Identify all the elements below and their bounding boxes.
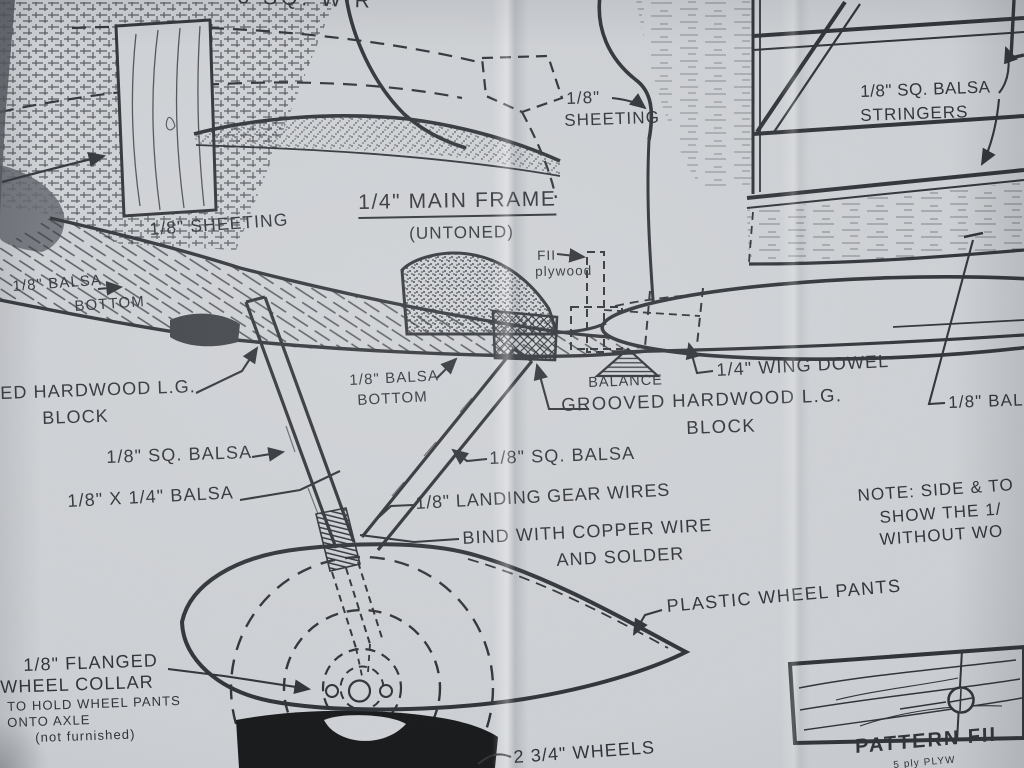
label-stringers-line1: 1/8" SQ. BALSA (859, 77, 991, 101)
label-main-frame-title: 1/4" MAIN FRAME (358, 188, 557, 219)
wing-leading-edge (551, 275, 1024, 361)
fuselage-truss (597, 0, 1024, 315)
wheel-assembly (179, 542, 691, 768)
label-sheeting-top-line1: 1/8" (565, 87, 601, 108)
label-f11-line1: FII (536, 247, 557, 263)
label-grooved-block-line2: BLOCK (685, 414, 757, 438)
wood-grain-block (114, 18, 218, 218)
label-hardwood-left-line2: BLOCK (41, 405, 110, 428)
label-flanged-line5: (not furnished) (34, 726, 136, 745)
label-balsa-bottom-center-line2: BOTTOM (356, 388, 429, 409)
label-stringers-line2: STRINGERS (859, 102, 969, 125)
label-main-frame-subtitle: (UNTONED) (408, 222, 515, 243)
label-sq-balsa-left: 1/8" SQ. BALSA (105, 441, 253, 467)
label-f11-line2: plywood (534, 263, 593, 279)
label-balsa-right-fragment: 1/8" BAL (947, 390, 1024, 412)
label-flanged-line4: ONTO AXLE (6, 712, 91, 730)
label-sheeting-top-line2: SHEETING (563, 107, 661, 130)
label-flanged-line1: 1/8" FLANGED (22, 650, 159, 675)
label-balance: BALANCE (587, 372, 664, 391)
wheel-pant-outline (179, 542, 691, 712)
copper-wire-binding (315, 507, 361, 572)
label-sq-balsa-center: 1/8" SQ. BALSA (488, 442, 636, 468)
